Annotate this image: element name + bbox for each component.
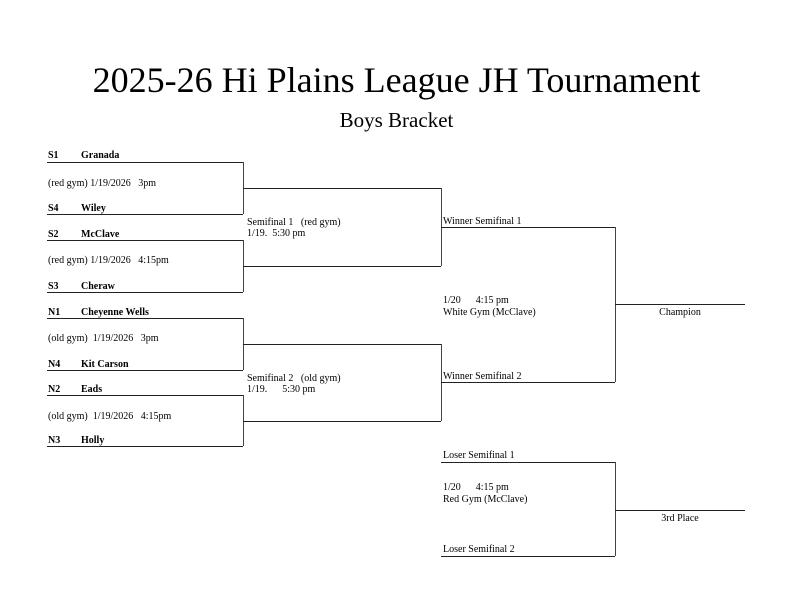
team-slot-s2: S2 McClave xyxy=(48,229,119,241)
seed-label: S4 xyxy=(48,203,59,214)
bracket-line xyxy=(243,188,441,189)
seed-label: S1 xyxy=(48,150,59,161)
bracket-line xyxy=(47,446,243,447)
winner-semifinal-2-label: Winner Semifinal 2 xyxy=(443,371,522,382)
champion-line xyxy=(615,304,745,305)
seed-label: S3 xyxy=(48,281,59,292)
third-place-time: 1/20 4:15 pm xyxy=(443,482,509,493)
bracket-line xyxy=(47,370,243,371)
seed-label: N3 xyxy=(48,435,61,446)
game-info: (red gym) 1/19/2026 3pm xyxy=(48,178,157,189)
team-name: Granada xyxy=(81,150,120,161)
bracket-line xyxy=(243,421,441,422)
team-name: Eads xyxy=(81,384,103,395)
bracket-line xyxy=(47,240,243,241)
bracket-line xyxy=(47,162,243,163)
seed-label: N4 xyxy=(48,359,61,370)
team-slot-n4: N4 Kit Carson xyxy=(48,359,129,371)
game-info: (old gym) 1/19/2026 4:15pm xyxy=(48,411,172,422)
bracket-connector xyxy=(615,462,616,556)
bracket-line xyxy=(47,395,243,396)
third-place-line xyxy=(615,510,745,511)
final-time: 1/20 4:15 pm xyxy=(443,295,509,306)
bracket-subtitle: Boys Bracket xyxy=(339,108,454,132)
team-slot-s3: S3 Cheraw xyxy=(48,281,115,293)
team-slot-n3: N3 Holly xyxy=(48,435,104,447)
third-place-label: 3rd Place xyxy=(661,513,699,524)
seed-label: S2 xyxy=(48,229,59,240)
final-venue: White Gym (McClave) xyxy=(443,307,536,318)
seed-label: N2 xyxy=(48,384,61,395)
team-name: Kit Carson xyxy=(81,359,129,370)
team-slot-s4: S4 Wiley xyxy=(48,203,106,215)
bracket-line xyxy=(47,318,243,319)
team-name: Holly xyxy=(81,435,105,446)
team-name: McClave xyxy=(81,229,120,240)
seed-label: N1 xyxy=(48,307,61,318)
team-slot-n2: N2 Eads xyxy=(48,384,102,396)
semifinal-2-info: Semifinal 2 (old gym) xyxy=(247,373,341,384)
third-place-venue: Red Gym (McClave) xyxy=(443,494,528,505)
bracket-line xyxy=(441,382,615,383)
semifinal-1-info: Semifinal 1 (red gym) xyxy=(247,217,341,228)
team-slot-n1: N1 Cheyenne Wells xyxy=(48,307,149,319)
team-name: Wiley xyxy=(81,203,106,214)
team-name: Cheyenne Wells xyxy=(81,307,149,318)
bracket-line xyxy=(243,266,441,267)
bracket-line xyxy=(441,556,615,557)
bracket-connector xyxy=(243,395,244,446)
bracket-line xyxy=(47,214,243,215)
champion-label: Champion xyxy=(659,307,701,318)
bracket-line xyxy=(441,462,615,463)
loser-semifinal-1-label: Loser Semifinal 1 xyxy=(443,450,515,461)
semifinal-1-time: 1/19. 5:30 pm xyxy=(247,228,306,239)
bracket-line xyxy=(441,227,615,228)
bracket-line xyxy=(47,292,243,293)
bracket-line xyxy=(243,344,441,345)
winner-semifinal-1-label: Winner Semifinal 1 xyxy=(443,216,522,227)
team-name: Cheraw xyxy=(81,281,115,292)
loser-semifinal-2-label: Loser Semifinal 2 xyxy=(443,544,515,555)
semifinal-2-time: 1/19. 5:30 pm xyxy=(247,384,316,395)
game-info: (old gym) 1/19/2026 3pm xyxy=(48,333,159,344)
team-slot-s1: S1 Granada xyxy=(48,150,119,162)
game-info: (red gym) 1/19/2026 4:15pm xyxy=(48,255,169,266)
page-title: 2025-26 Hi Plains League JH Tournament xyxy=(92,60,701,100)
